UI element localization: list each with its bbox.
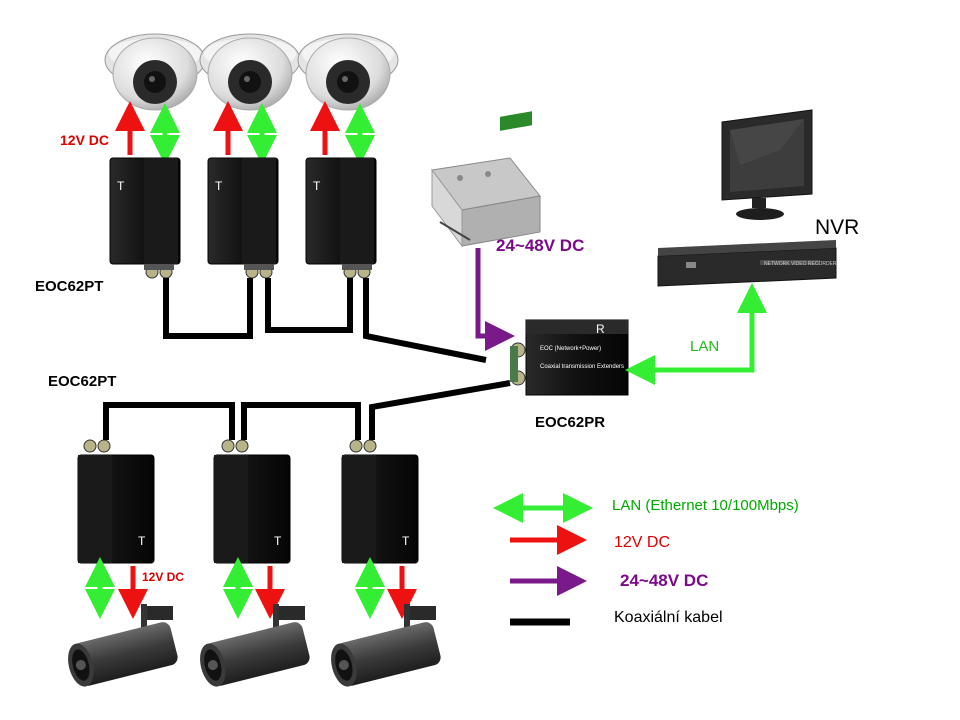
dome-camera-icon [199, 33, 301, 111]
power-supply-icon [431, 111, 541, 248]
legend-arrows [493, 493, 593, 626]
transmitter-bottom-2 [213, 439, 291, 564]
lan-label: LAN [690, 338, 720, 355]
transmitter-top-2 [207, 157, 279, 279]
legend-dc12-text: 12V DC [614, 534, 671, 551]
receiver-extender-text: Coaxial transmission Extenders [540, 364, 624, 370]
transmitter-letter: T [215, 179, 223, 193]
receiver-letter: R [596, 322, 605, 336]
transmitter-top-3 [305, 157, 377, 279]
dc24-48-arrow [475, 248, 515, 351]
eoc62pt-bottom-label: EOC62PT [48, 373, 117, 390]
coax-cables [103, 278, 511, 440]
transmitter-letter: T [117, 179, 125, 193]
monitor-icon [721, 109, 813, 220]
transmitter-bottom-3 [341, 439, 419, 564]
dome-camera-icon [104, 33, 206, 111]
dome-camera-icon [297, 33, 399, 111]
transmitter-letter: T [313, 179, 321, 193]
transmitter-letter: T [138, 534, 146, 548]
eoc62pt-top-label: EOC62PT [35, 278, 104, 295]
nvr-recorder-icon [657, 240, 837, 287]
bottom-power-arrows [85, 557, 417, 619]
nvr-label: NVR [815, 216, 860, 239]
transmitter-bottom-1 [77, 439, 155, 564]
transmitter-letter: T [402, 534, 410, 548]
bullet-camera-icon [68, 604, 178, 687]
legend-dc2448-text: 24~48V DC [620, 571, 709, 590]
bullet-camera-icon [331, 604, 441, 687]
legend-lan-text: LAN (Ethernet 10/100Mbps) [612, 497, 799, 514]
legend-coax-text: Koaxiální kabel [614, 609, 723, 626]
dc12-bottom-label: 12V DC [142, 570, 185, 584]
lan-arrow [625, 283, 767, 385]
top-power-arrows [115, 101, 375, 165]
transmitter-letter: T [274, 534, 282, 548]
receiver-eoc-text: EOC (Network+Power) [540, 346, 601, 352]
dc12-top-label: 12V DC [60, 132, 110, 148]
transmitter-top-1 [109, 157, 181, 279]
psu-voltage-label: 24~48V DC [496, 236, 585, 255]
receiver-eoc62pr [510, 319, 629, 396]
nvr-front-text: NETWORK VIDEO RECORDER [764, 261, 837, 267]
bullet-camera-icon [200, 604, 310, 687]
eoc62pr-label: EOC62PR [535, 414, 606, 431]
